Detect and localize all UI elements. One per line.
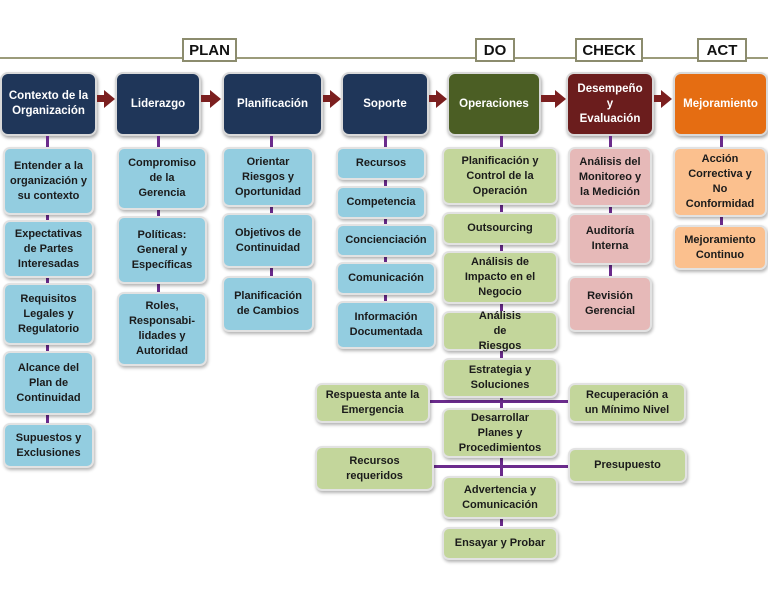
operaciones-item: Planificación y Control de la Operación xyxy=(442,147,558,205)
operaciones-item: Advertencia y Comunicación xyxy=(442,476,558,519)
soporte-item: Recursos xyxy=(336,147,426,180)
operaciones-item: Ensayar y Probar xyxy=(442,527,558,560)
planificacion-item: Planificación de Cambios xyxy=(222,276,314,332)
phase-do: DO xyxy=(475,38,515,62)
desempeno-item: Análisis del Monitoreo y la Medición xyxy=(568,147,652,207)
recursos-requeridos: Recursos requeridos xyxy=(315,446,434,491)
desempeno-item: Revisión Gerencial xyxy=(568,276,652,332)
planificacion-item: Orientar Riesgos y Oportunidad xyxy=(222,147,314,207)
connector-respuesta-recuperacion xyxy=(420,400,570,403)
phase-plan: PLAN xyxy=(182,38,237,62)
header-liderazgo: Liderazgo xyxy=(115,72,201,136)
contexto-item: Requisitos Legales y Regulatorio xyxy=(3,283,94,345)
mejoramiento-item: Mejoramiento Continuo xyxy=(673,225,767,270)
header-operaciones: Operaciones xyxy=(447,72,541,136)
operaciones-item: Análisis de Riesgos xyxy=(442,310,558,352)
phase-check: CHECK xyxy=(575,38,643,62)
connector-contexto xyxy=(46,136,49,426)
soporte-item: Concienciación xyxy=(336,224,436,257)
contexto-item: Supuestos y Exclusiones xyxy=(3,423,94,468)
liderazgo-item: Políticas: General y Específicas xyxy=(117,216,207,284)
liderazgo-item: Compromiso de la Gerencia xyxy=(117,147,207,210)
operaciones-item: Estrategia y Soluciones xyxy=(442,358,558,398)
soporte-item: Información Documentada xyxy=(336,301,436,349)
respuesta-emergencia: Respuesta ante la Emergencia xyxy=(315,383,430,423)
phase-line xyxy=(0,57,768,59)
recuperacion-minimo-nivel: Recuperación a un Mínimo Nivel xyxy=(568,383,686,423)
contexto-item: Expectativas de Partes Interesadas xyxy=(3,220,94,278)
planificacion-item: Objetivos de Continuidad xyxy=(222,213,314,268)
header-planificacion: Planificación xyxy=(222,72,323,136)
contexto-item: Entender a la organización y su contexto xyxy=(3,147,94,215)
presupuesto: Presupuesto xyxy=(568,448,687,483)
operaciones-item: Análisis de Impacto en el Negocio xyxy=(442,251,558,304)
operaciones-item: Outsourcing xyxy=(442,212,558,245)
connector-desempeno xyxy=(609,136,612,286)
phase-act: ACT xyxy=(697,38,747,62)
connector-recursos-presupuesto xyxy=(432,465,572,468)
mejoramiento-item: Acción Correctiva y No Conformidad xyxy=(673,147,767,217)
header-contexto: Contexto de la Organización xyxy=(0,72,97,136)
header-desempeno: Desempeño y Evaluación xyxy=(566,72,654,136)
soporte-item: Comunicación xyxy=(336,262,436,295)
liderazgo-item: Roles, Responsabi-lidades y Autoridad xyxy=(117,292,207,366)
contexto-item: Alcance del Plan de Continuidad xyxy=(3,351,94,415)
operaciones-item: Desarrollar Planes y Procedimientos xyxy=(442,408,558,458)
desempeno-item: Auditoría Interna xyxy=(568,213,652,265)
connector-planificacion xyxy=(270,136,273,286)
header-mejoramiento: Mejoramiento xyxy=(673,72,768,136)
header-soporte: Soporte xyxy=(341,72,429,136)
soporte-item: Competencia xyxy=(336,186,426,219)
